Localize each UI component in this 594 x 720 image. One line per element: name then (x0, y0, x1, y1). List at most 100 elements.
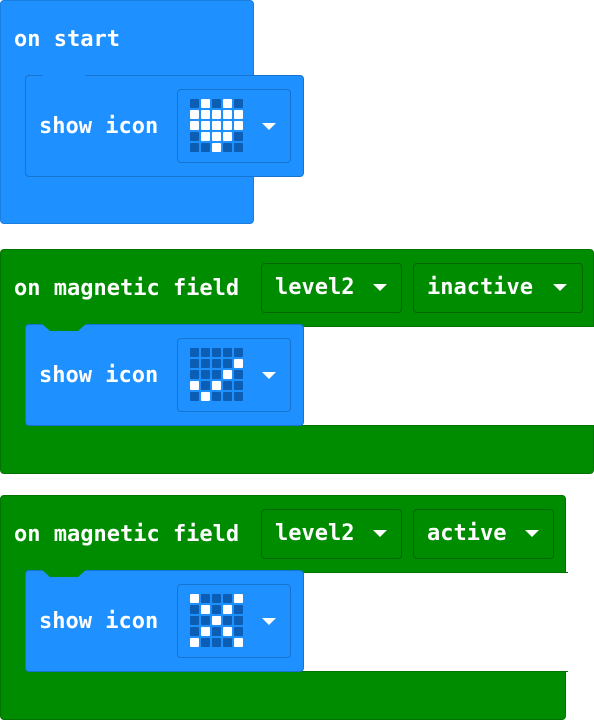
show-icon-block[interactable]: show icon (25, 324, 304, 426)
led-pixel-off (201, 348, 210, 357)
led-pixel-on (190, 381, 199, 390)
led-pixel-off (234, 99, 243, 108)
led-pixel-on (234, 359, 243, 368)
led-pixel-off (223, 616, 232, 625)
led-pixel-on (212, 143, 221, 152)
led-pixel-off (190, 605, 199, 614)
led-pixel-off (234, 143, 243, 152)
connector-notch (42, 324, 86, 331)
led-pixel-off (212, 370, 221, 379)
icon-picker[interactable] (177, 584, 291, 658)
icon-picker[interactable] (177, 89, 291, 163)
led-pixel-on (190, 638, 199, 647)
level-value: level2 (275, 521, 355, 546)
led-pixel-on (234, 110, 243, 119)
led-pixel-on (223, 627, 232, 636)
block-notch (25, 185, 69, 193)
led-pixel-off (190, 627, 199, 636)
led-pixel-off (190, 99, 199, 108)
led-pixel-off (223, 143, 232, 152)
led-pixel-off (190, 392, 199, 401)
led-pixel-off (201, 370, 210, 379)
led-pixel-on (190, 594, 199, 603)
show-icon-block[interactable]: show icon (25, 570, 304, 672)
led-pixel-on (201, 121, 210, 130)
led-pixel-off (223, 381, 232, 390)
dropdown-arrow-icon (373, 530, 387, 537)
led-pixel-on (223, 370, 232, 379)
led-pixel-on (212, 616, 221, 625)
led-pixel-off (223, 594, 232, 603)
dropdown-arrow-icon (553, 284, 567, 291)
on-magnetic-field-inactive-block[interactable]: on magnetic field level2 inactive show i… (0, 249, 594, 474)
dropdown-arrow-icon (525, 530, 539, 537)
state-value: active (427, 521, 507, 546)
led-pixel-off (212, 605, 221, 614)
led-pixel-off (212, 348, 221, 357)
led-pixel-on (212, 110, 221, 119)
led-pixel-off (190, 143, 199, 152)
led-pixel-off (201, 594, 210, 603)
led-pixel-off (190, 370, 199, 379)
level-dropdown[interactable]: level2 (261, 263, 402, 313)
dropdown-arrow-icon (373, 284, 387, 291)
led-pixel-off (234, 132, 243, 141)
on-magnetic-field-label: on magnetic field (14, 276, 240, 301)
dropdown-arrow-icon (262, 123, 276, 130)
led-pixel-on (223, 99, 232, 108)
led-pixel-off (234, 348, 243, 357)
led-pixel-on (201, 99, 210, 108)
led-pixel-on (234, 121, 243, 130)
led-pixel-off (234, 370, 243, 379)
level-dropdown[interactable]: level2 (261, 509, 402, 559)
mouth-gap (255, 572, 568, 672)
led-pixel-off (234, 627, 243, 636)
led-pixel-on (212, 132, 221, 141)
led-pixel-off (201, 616, 210, 625)
show-icon-block[interactable]: show icon (25, 75, 304, 177)
on-start-block[interactable]: on start show icon (0, 0, 304, 224)
led-pixel-on (223, 121, 232, 130)
led-pixel-off (212, 99, 221, 108)
mouth-gap (255, 326, 594, 426)
connector-notch (42, 75, 86, 82)
led-pixel-off (234, 392, 243, 401)
led-pixel-on (212, 381, 221, 390)
led-pixel-on (201, 392, 210, 401)
state-dropdown[interactable]: inactive (413, 263, 583, 313)
led-pixel-off (201, 143, 210, 152)
led-pixel-off (190, 616, 199, 625)
led-pixel-on (223, 132, 232, 141)
led-pixel-on (212, 121, 221, 130)
on-magnetic-field-label: on magnetic field (14, 522, 240, 547)
led-pixel-on (190, 121, 199, 130)
led-pixel-off (201, 359, 210, 368)
connector-notch (42, 570, 86, 577)
dropdown-arrow-icon (262, 372, 276, 379)
led-pixel-off (212, 594, 221, 603)
on-start-label: on start (14, 27, 120, 52)
state-value: inactive (427, 275, 533, 300)
led-pixel-off (234, 616, 243, 625)
led-pixel-on (234, 594, 243, 603)
led-pixel-off (212, 392, 221, 401)
led-pixel-on (201, 627, 210, 636)
show-icon-label: show icon (39, 609, 159, 634)
led-pixel-off (212, 638, 221, 647)
led-pixel-off (201, 381, 210, 390)
on-magnetic-field-active-block[interactable]: on magnetic field level2 active show ico… (0, 495, 568, 720)
icon-picker[interactable] (177, 338, 291, 412)
led-pixel-on (190, 110, 199, 119)
state-dropdown[interactable]: active (413, 509, 554, 559)
led-pixel-off (234, 381, 243, 390)
led-pixel-off (234, 605, 243, 614)
led-pixel-off (223, 359, 232, 368)
led-pixel-off (223, 348, 232, 357)
led-pixel-on (201, 605, 210, 614)
led-pixel-off (223, 638, 232, 647)
led-pixel-off (212, 627, 221, 636)
led-pixel-off (223, 392, 232, 401)
show-icon-label: show icon (39, 114, 159, 139)
dropdown-arrow-icon (262, 618, 276, 625)
led-pixel-off (201, 638, 210, 647)
